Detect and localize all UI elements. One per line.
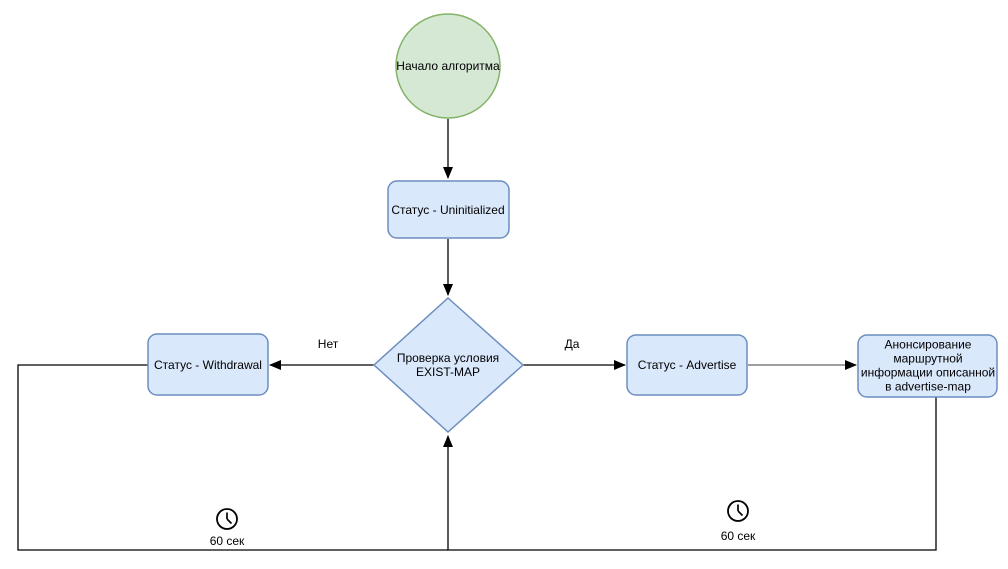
clock-icon [216,508,238,530]
node-check-exist-map [372,296,525,434]
node-announce-routes [857,334,998,398]
node-status-uninitialized [387,180,510,239]
node-start [395,13,501,119]
edge-withdrawal-loop [17,364,448,551]
edge-announce-loop-to-check [443,397,937,551]
clock-icon [727,500,749,522]
node-status-advertise [626,334,748,396]
node-status-withdrawal [147,333,269,396]
